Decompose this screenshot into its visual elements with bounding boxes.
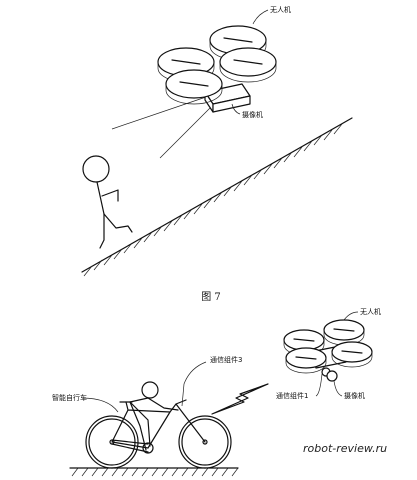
hiker-figure xyxy=(82,155,133,249)
comm-drone-leader xyxy=(315,373,323,397)
wireless-signal-icon xyxy=(211,383,269,415)
rotor-front-left xyxy=(165,69,223,105)
bottom-drone-label: 无人机 xyxy=(360,307,381,316)
camera-view-lines xyxy=(111,96,215,159)
bottom-drone-leader xyxy=(343,311,359,321)
bottom-camera-leader xyxy=(333,380,343,397)
rotor-fr xyxy=(331,341,373,368)
bike-chain xyxy=(111,439,149,453)
bike-label-leader xyxy=(81,397,119,413)
watermark: robot-review.ru xyxy=(303,442,387,455)
top-drone xyxy=(157,25,277,113)
bike-label: 智能自行车 xyxy=(52,393,87,402)
rotor-front-right xyxy=(219,47,277,83)
bike-frame xyxy=(111,399,206,449)
smart-bicycle xyxy=(85,399,232,469)
bottom-scene: 智能自行车 通信组件3 xyxy=(52,307,381,477)
figure-caption: 图 7 xyxy=(201,291,221,303)
bottom-ground xyxy=(69,467,239,477)
bottom-camera-label: 摄像机 xyxy=(344,391,365,400)
comm-bike-leader xyxy=(181,361,207,407)
bike-front-wheel xyxy=(178,415,232,469)
cyclist-figure xyxy=(129,381,179,451)
bottom-drone xyxy=(283,319,373,382)
bike-crank xyxy=(142,442,154,454)
top-drone-label: 无人机 xyxy=(270,5,291,14)
hill-slope xyxy=(81,117,353,277)
rotor-br xyxy=(323,319,365,346)
comm-bike-label: 通信组件3 xyxy=(210,355,242,364)
top-camera-label: 摄像机 xyxy=(242,110,263,119)
rotor-bl xyxy=(283,329,325,356)
top-scene: 无人机 摄像机 xyxy=(81,5,353,277)
comm-drone-label: 通信组件1 xyxy=(276,391,308,400)
bottom-camera-lens xyxy=(326,370,338,382)
rotor-rear-left xyxy=(157,47,215,83)
top-camera-leader xyxy=(231,103,241,115)
top-drone-leader xyxy=(252,9,269,25)
rotor-fl xyxy=(285,347,327,374)
